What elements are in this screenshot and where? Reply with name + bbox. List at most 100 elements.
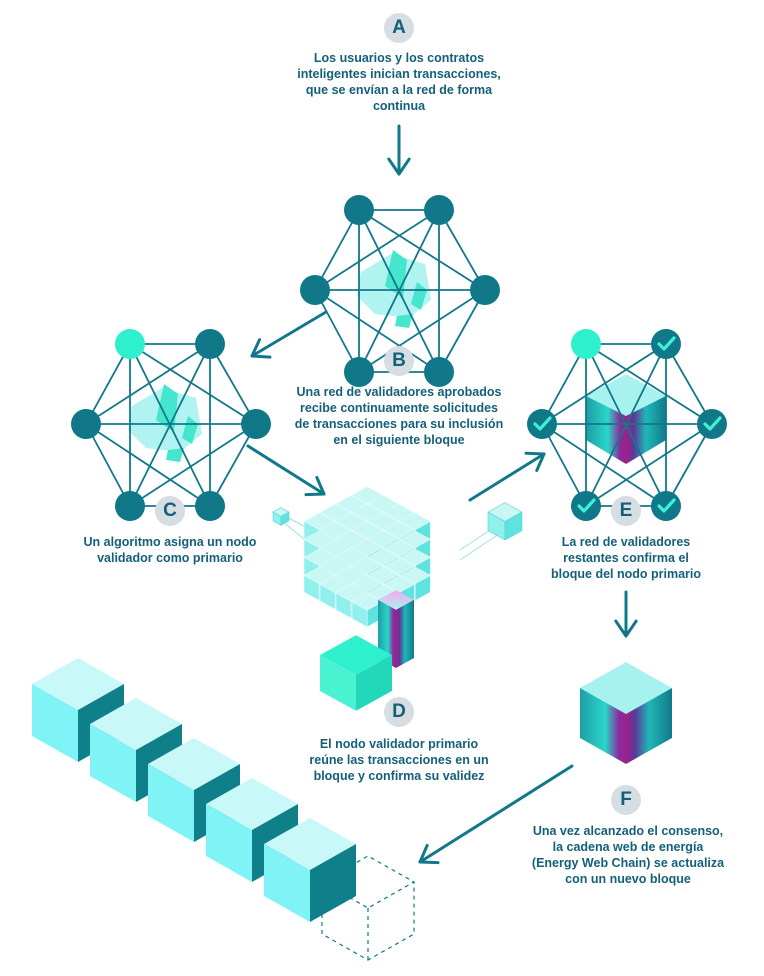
- network-edge: [358, 209, 486, 291]
- cube-left: [264, 844, 310, 922]
- step-badge-c: C: [155, 496, 185, 526]
- step-badge-e: E: [611, 496, 641, 526]
- caption-line: El nodo validador primario: [319, 737, 479, 751]
- arrow-shaft: [250, 310, 328, 358]
- step-badge-b: B: [384, 346, 414, 376]
- network-edge: [358, 289, 486, 373]
- arrow-icon-a-b: [387, 124, 411, 176]
- step-badge-d: D: [384, 697, 414, 727]
- network-edge: [665, 343, 713, 425]
- network-edge: [85, 343, 211, 425]
- cube-right: [626, 688, 672, 764]
- network-edge: [129, 423, 257, 507]
- shape-blob: [411, 282, 427, 310]
- cube-right: [414, 574, 431, 601]
- network-edge: [85, 423, 211, 507]
- caption-line: reúne las transacciones en un: [309, 753, 489, 767]
- step-caption-c: Un algoritmo asigna un nodo validador com…: [50, 534, 290, 566]
- arrow-head: [304, 475, 326, 497]
- network-node: [470, 275, 500, 305]
- caption-line: bloque y confirma su validez: [313, 769, 485, 783]
- network-edge: [314, 209, 360, 291]
- caption-line: recibe continuamente solicitudes: [300, 401, 498, 415]
- small-cube: [272, 507, 290, 526]
- network-edge: [585, 343, 667, 507]
- network-edge: [665, 423, 713, 507]
- cube-left: [148, 764, 194, 842]
- cube-left: [90, 724, 136, 802]
- network-node: [115, 491, 145, 521]
- network-node: [71, 409, 101, 439]
- arrow-shaft: [246, 444, 326, 496]
- cube-right: [310, 844, 356, 922]
- network-node: [115, 329, 145, 359]
- network-edge: [129, 343, 211, 507]
- checkmark-icon: [657, 336, 676, 351]
- arrow-head: [524, 451, 546, 472]
- cube-right: [280, 511, 290, 526]
- caption-line: (Energy Web Chain) se actualiza: [531, 856, 725, 870]
- network-node: [651, 329, 681, 359]
- network-icon-e: [527, 329, 727, 521]
- network-edge: [85, 343, 131, 425]
- cube-right: [504, 511, 523, 541]
- caption-line: La red de validadores: [561, 535, 691, 549]
- network-edge: [585, 423, 713, 507]
- caption-line: Un algoritmo asigna un nodo: [83, 535, 257, 549]
- network-node: [697, 409, 727, 439]
- step-badge-f: F: [611, 785, 641, 815]
- arrow-shaft: [418, 764, 574, 864]
- network-node: [344, 357, 374, 387]
- arrow-head: [614, 619, 638, 638]
- network-edge: [438, 289, 486, 373]
- step-caption-d: El nodo validador primario reúne las tran…: [279, 736, 519, 784]
- shape-blob: [182, 416, 198, 444]
- network-icon-b: [300, 195, 500, 387]
- network-edge: [209, 343, 257, 425]
- caption-line: Una red de validadores aprobados: [296, 385, 502, 399]
- arrow-icon-b-c: [250, 310, 328, 359]
- network-node: [424, 357, 454, 387]
- caption-line: restantes confirma el: [563, 551, 689, 565]
- caption-line: Una vez alcanzado el consenso,: [532, 824, 724, 838]
- checkmark-icon: [533, 416, 552, 431]
- arrow-icon-f-chain: [418, 764, 574, 865]
- step-caption-b: Una red de validadores aprobados recibe c…: [269, 384, 529, 448]
- arrow-icon-d-e: [468, 451, 546, 502]
- network-node: [344, 195, 374, 225]
- network-node: [195, 491, 225, 521]
- step-caption-a: Los usuarios y los contratos inteligentes…: [269, 50, 529, 114]
- cube-left: [32, 684, 78, 762]
- caption-line: en el siguiente bloque: [333, 433, 465, 447]
- network-node: [300, 275, 330, 305]
- network-edge: [541, 343, 587, 425]
- caption-line: bloque del nodo primario: [551, 567, 701, 581]
- network-edge: [438, 209, 486, 291]
- network-node: [571, 329, 601, 359]
- front-cube-right: [356, 655, 392, 711]
- network-edge: [85, 423, 131, 507]
- network-edge: [209, 423, 257, 507]
- network-edge: [314, 289, 360, 373]
- network-edge: [541, 343, 667, 425]
- small-cube: [487, 502, 523, 541]
- chain-block: [264, 818, 356, 922]
- network-node: [571, 491, 601, 521]
- caption-line: Los usuarios y los contratos: [313, 51, 485, 65]
- checkmark-icon: [657, 498, 676, 513]
- caption-line: inteligentes inician transacciones,: [297, 67, 501, 81]
- arrow-head: [418, 843, 440, 865]
- network-edge: [585, 343, 713, 425]
- step-badge-a: A: [384, 13, 414, 43]
- network-edge: [358, 209, 440, 373]
- arrow-shaft: [468, 452, 546, 502]
- arrow-icon-c-d: [246, 444, 326, 497]
- caption-line: validador como primario: [97, 551, 243, 565]
- arrow-icon-e-f: [614, 590, 638, 638]
- caption-line: de transacciones para su inclusión: [294, 417, 504, 431]
- cube-icon: [580, 662, 672, 764]
- network-edge: [541, 423, 667, 507]
- cube-top: [586, 374, 666, 416]
- network-node: [424, 195, 454, 225]
